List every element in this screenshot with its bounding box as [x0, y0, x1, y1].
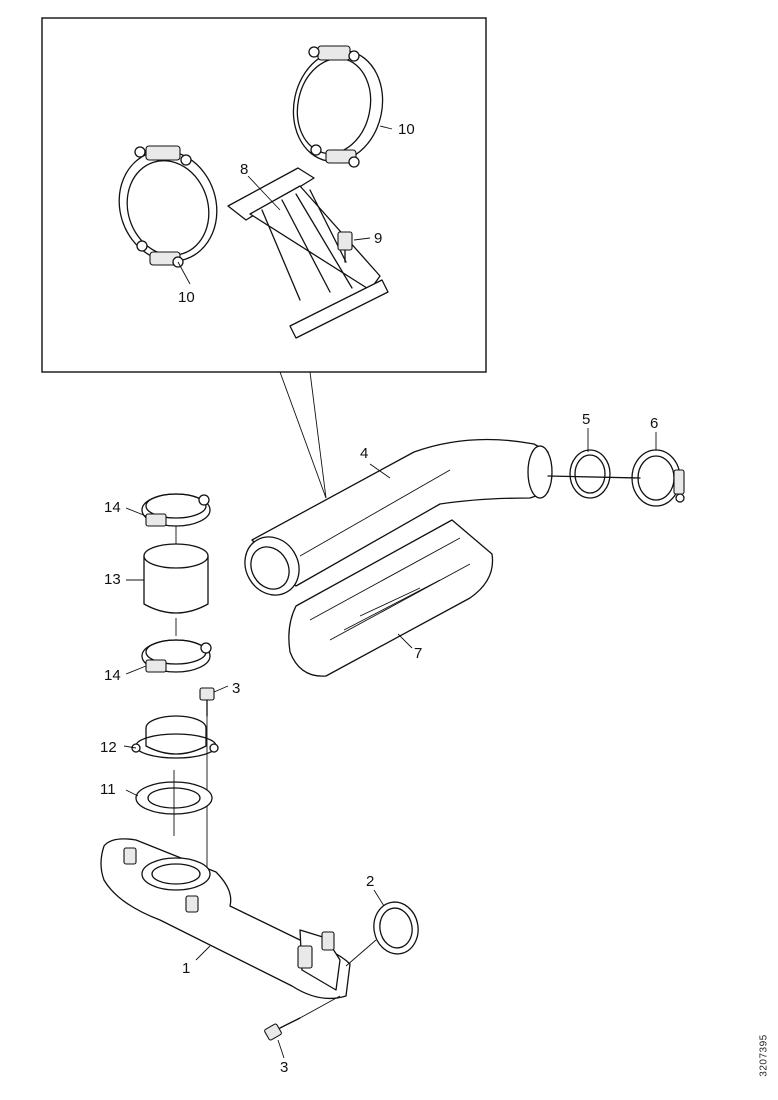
part-7-heat-shield [288, 519, 494, 677]
part-12-flange [131, 715, 219, 759]
callout-12: 12 [100, 739, 117, 756]
part-13-sleeve [143, 543, 209, 636]
part-4-exhaust-pipe [244, 438, 553, 596]
leader-lines [123, 125, 657, 1059]
part-5-gasket [569, 449, 611, 499]
part-10-clamp-lower [118, 145, 218, 268]
callout-10-lower: 10 [178, 289, 195, 306]
part-14-clamp-lower [141, 639, 212, 673]
callout-2: 2 [366, 873, 374, 890]
callout-5: 5 [582, 411, 590, 428]
part-11-gasket [135, 770, 213, 836]
part-9-bolt [337, 231, 353, 263]
callout-labels: 1 2 3 3 4 5 6 7 8 9 10 10 11 12 13 14 14 [100, 121, 658, 1076]
part-8-bracket [227, 167, 389, 339]
part-10-clamp-upper [292, 45, 384, 168]
callout-3-lower: 3 [280, 1059, 288, 1076]
callout-6: 6 [650, 415, 658, 432]
reference-code-text: 3207395 [758, 1034, 770, 1077]
callout-8: 8 [240, 161, 248, 178]
part-3-bolt-upper [199, 687, 215, 880]
part-3-bolt-lower [264, 995, 341, 1041]
part-2-gasket [345, 901, 419, 967]
part-6-v-clamp [547, 449, 685, 507]
callout-14-upper: 14 [104, 499, 121, 516]
part-1-manifold [100, 838, 351, 1000]
part-14-clamp-upper [141, 493, 211, 546]
callout-9: 9 [374, 230, 382, 247]
callout-4: 4 [360, 445, 368, 462]
callout-13: 13 [104, 571, 121, 588]
callout-3-upper: 3 [232, 680, 240, 697]
callout-11: 11 [100, 781, 116, 798]
callout-14-lower: 14 [104, 667, 121, 684]
callout-1: 1 [182, 960, 190, 977]
reference-code: 3207395 [752, 1020, 776, 1096]
callout-10-upper: 10 [398, 121, 415, 138]
detail-inset [41, 17, 487, 499]
callout-7: 7 [414, 645, 422, 662]
